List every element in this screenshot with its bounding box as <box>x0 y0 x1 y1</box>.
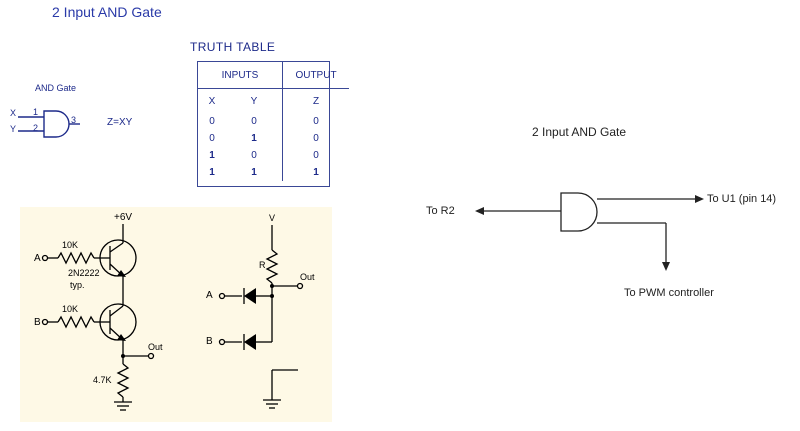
out-terminal-2 <box>296 282 304 290</box>
to-u1-label: To U1 (pin 14) <box>707 193 777 205</box>
resistor-10k-a <box>57 251 95 265</box>
resistor-r <box>265 249 279 284</box>
column-header-y: Y <box>226 88 283 113</box>
gate-pin-3: 3 <box>71 115 77 125</box>
truth-table-title: TRUTH TABLE <box>190 40 276 54</box>
resistor-10k-b <box>57 315 95 329</box>
out-terminal-1 <box>147 352 155 360</box>
right-and-gate-diagram <box>475 192 704 271</box>
gate-input-x-label: X <box>10 108 17 118</box>
supply-label: +6V <box>114 212 133 223</box>
table-cell: 1 <box>226 130 283 147</box>
diode-input-a-terminal <box>218 292 226 300</box>
table-cell: 0 <box>226 113 283 130</box>
resistor-load-label: 4.7K <box>93 375 112 385</box>
to-pwm-label: To PWM controller <box>624 287 714 299</box>
junction-dot <box>121 354 125 358</box>
and-gate-symbol <box>18 110 80 138</box>
diode-input-b-label: B <box>206 336 213 347</box>
arrow-to-pwm <box>662 262 670 271</box>
arrow-to-u1 <box>695 195 704 203</box>
table-cell: 0 <box>209 133 215 144</box>
right-diagram-title: 2 Input AND Gate <box>532 125 627 139</box>
transistor-label: 2N2222 <box>68 268 100 278</box>
inputs-header: INPUTS <box>198 62 283 89</box>
input-a-terminal <box>41 254 49 262</box>
output-label-1: Out <box>148 342 163 352</box>
output-header: OUTPUT <box>282 62 349 89</box>
table-cell: 1 <box>209 150 215 161</box>
diode-a <box>244 288 256 304</box>
table-cell: 0 <box>226 147 283 164</box>
diode-input-a-label: A <box>206 290 213 301</box>
table-cell: 0 <box>313 116 319 127</box>
table-row: 0 0 0 <box>198 113 349 130</box>
gate-symbol-label: AND Gate <box>35 83 77 93</box>
input-b-terminal <box>41 318 49 326</box>
diode-resistor-label: R <box>259 260 266 270</box>
table-cell: 1 <box>313 167 319 178</box>
circuit-schematics <box>41 224 304 411</box>
and-gate-body <box>560 192 598 232</box>
output-label-2: Out <box>300 272 315 282</box>
gate-input-y-label: Y <box>10 124 17 134</box>
arrow-to-r2 <box>475 207 484 215</box>
column-header-z: Z <box>312 95 320 107</box>
gate-pin-2: 2 <box>33 123 39 133</box>
table-cell: 0 <box>209 116 215 127</box>
gate-equation: Z=XY <box>107 117 133 128</box>
truth-table: INPUTS OUTPUT X Y Z 0 0 0 0 1 0 1 0 0 1 … <box>198 62 349 181</box>
table-row: 0 1 0 <box>198 130 349 147</box>
to-r2-label: To R2 <box>426 205 455 217</box>
resistor-b-label: 10K <box>62 304 79 314</box>
diode-input-b-terminal <box>218 338 226 346</box>
diode-supply-label: V <box>269 213 276 223</box>
table-cell: 0 <box>313 133 319 144</box>
resistor-4k7 <box>116 363 130 398</box>
page-title: 2 Input AND Gate <box>52 4 162 20</box>
input-b-label: B <box>34 317 41 328</box>
table-row: 1 1 1 <box>198 164 349 181</box>
diode-b <box>244 334 256 350</box>
resistor-a-label: 10K <box>62 240 79 250</box>
q2-emitter-arrow <box>117 334 126 341</box>
gate-pin-1: 1 <box>33 107 39 117</box>
q1-emitter-arrow <box>117 270 126 277</box>
truth-table-frame <box>197 61 330 187</box>
junction-dot <box>270 294 274 298</box>
table-cell: 1 <box>226 164 283 181</box>
table-cell: 0 <box>313 150 319 161</box>
table-cell: 1 <box>209 167 215 178</box>
junction-dot <box>270 284 274 288</box>
input-a-label: A <box>34 253 41 264</box>
circuit-panel <box>20 207 332 422</box>
table-row: 1 0 0 <box>198 147 349 164</box>
column-header-x: X <box>208 95 216 107</box>
transistor-note: typ. <box>70 280 85 290</box>
